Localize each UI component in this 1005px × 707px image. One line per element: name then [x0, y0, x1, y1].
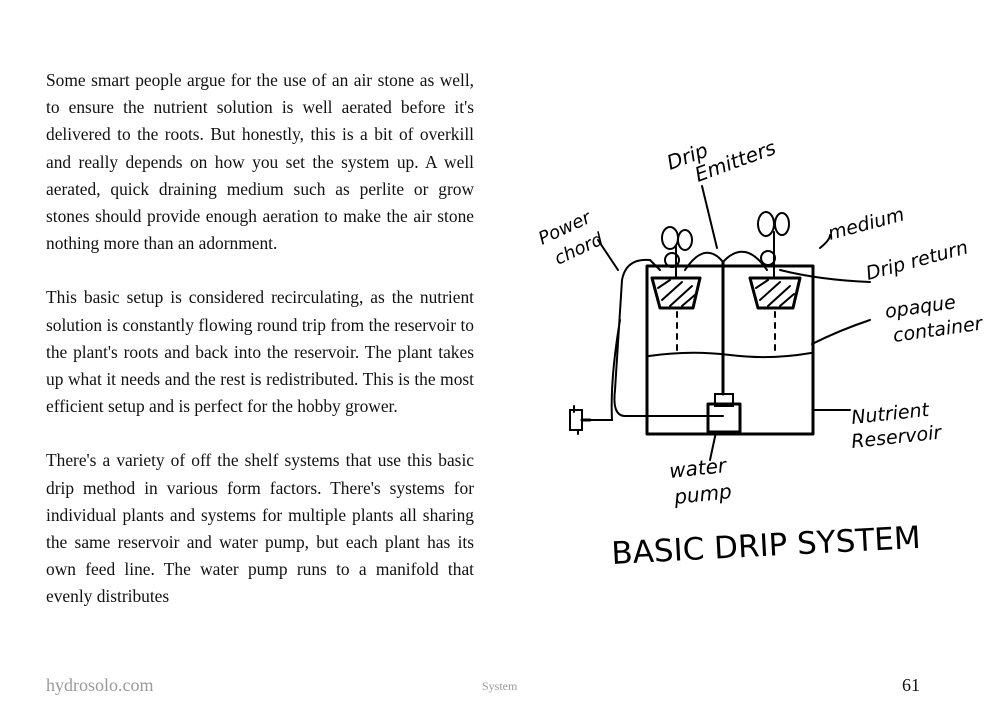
drip-system-diagram: Drip Emitters Power chord medium Drip re…	[530, 120, 1000, 620]
body-text: Some smart people argue for the use of a…	[46, 67, 474, 638]
paragraph: There's a variety of off the shelf syste…	[46, 450, 474, 607]
footer-section: System	[482, 679, 518, 693]
label-water: water	[668, 453, 729, 483]
water-level	[648, 351, 812, 359]
paragraph: Some smart people argue for the use of a…	[46, 70, 474, 254]
drip-line-left	[684, 251, 724, 271]
diagram-title: BASIC DRIP SYSTEM	[611, 520, 922, 572]
footer-site: hydrosolo.com	[46, 675, 154, 695]
drip-line-right	[722, 250, 768, 271]
page-number: 61	[902, 675, 920, 695]
paragraph: This basic setup is considered recircula…	[46, 287, 474, 417]
plant-right	[757, 211, 790, 279]
pot-right	[748, 276, 802, 310]
label-drip-return: Drip return	[864, 236, 971, 284]
label-pump: pump	[672, 479, 733, 509]
label-medium: medium	[826, 203, 907, 244]
plant-left	[661, 226, 693, 279]
pot-left	[650, 276, 702, 310]
water-pump	[706, 402, 742, 434]
power-cord	[589, 258, 724, 421]
opaque-container	[645, 264, 815, 436]
